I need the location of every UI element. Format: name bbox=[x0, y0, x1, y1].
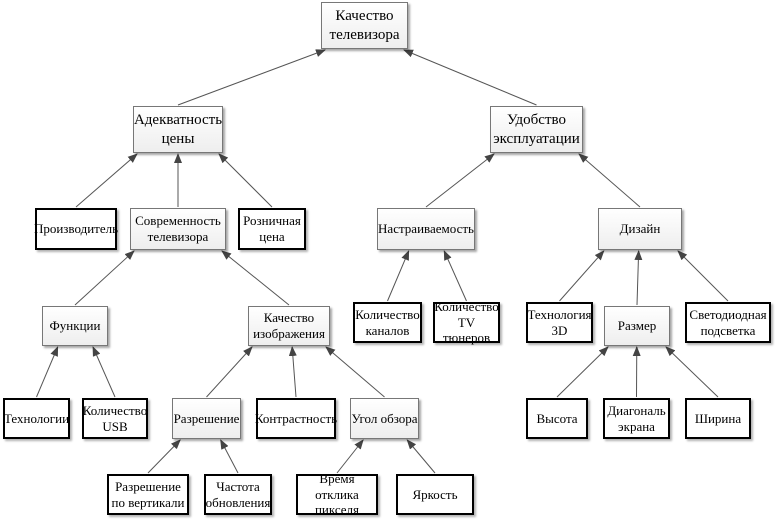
edge-vertical-resolution-to-resolution bbox=[147, 439, 181, 474]
edge-contrast-to-image-quality bbox=[288, 346, 297, 398]
edge-refresh-rate-to-resolution bbox=[220, 439, 239, 474]
node-diagonal: Диагональ экрана bbox=[603, 398, 670, 439]
edge-retail-price-to-price bbox=[218, 153, 273, 208]
edge-usability-to-root bbox=[403, 49, 537, 106]
edge-response-time-to-viewing-angle bbox=[336, 439, 364, 474]
node-channels: Количество каналов bbox=[353, 302, 422, 343]
node-retail-price: Розничная цена bbox=[238, 208, 306, 250]
node-width: Ширина bbox=[685, 398, 751, 439]
node-tech-3d: Технология 3D bbox=[526, 302, 593, 343]
node-led-backlight: Светодиодная подсветка bbox=[685, 302, 771, 343]
edge-image-quality-to-modernity bbox=[221, 250, 290, 306]
edge-technologies-to-functions bbox=[36, 346, 59, 398]
node-resolution: Разрешение bbox=[172, 398, 241, 439]
edge-height-to-size bbox=[556, 346, 609, 398]
node-contrast: Контрастность bbox=[255, 398, 337, 439]
edge-design-to-usability bbox=[578, 153, 641, 208]
node-usb-count: Количество USB bbox=[82, 398, 148, 439]
node-viewing-angle: Угол обзора bbox=[350, 398, 419, 439]
edge-customizability-to-usability bbox=[425, 153, 495, 208]
node-size: Размер bbox=[604, 306, 670, 346]
node-functions: Функции bbox=[42, 306, 108, 346]
node-technologies: Технологии bbox=[3, 398, 70, 439]
edge-channels-to-customizability bbox=[387, 250, 410, 302]
node-refresh-rate: Частота обновления bbox=[204, 474, 272, 515]
node-image-quality: Качество изображения bbox=[248, 306, 330, 346]
node-manufacturer: Производитель bbox=[34, 208, 118, 250]
node-root: Качество телевизора bbox=[321, 2, 408, 49]
node-height: Высота bbox=[526, 398, 588, 439]
edge-size-to-design bbox=[634, 250, 643, 306]
node-price: Адекватность цены bbox=[133, 106, 223, 153]
edge-resolution-to-image-quality bbox=[206, 346, 253, 398]
node-response-time: Время отклика пикселя bbox=[296, 471, 378, 517]
node-tv-tuners: Количество TV тюнеров bbox=[433, 298, 500, 346]
node-usability: Удобство эксплуатации bbox=[490, 106, 583, 153]
edge-manufacturer-to-price bbox=[75, 153, 138, 208]
edge-viewing-angle-to-image-quality bbox=[325, 346, 385, 398]
edge-tv-tuners-to-customizability bbox=[443, 250, 467, 302]
edge-width-to-size bbox=[665, 346, 719, 398]
node-brightness: Яркость bbox=[396, 474, 474, 515]
edge-usb-count-to-functions bbox=[92, 346, 116, 398]
node-vertical-resolution: Разрешение по вертикали bbox=[107, 474, 189, 515]
edge-functions-to-modernity bbox=[74, 250, 135, 306]
edge-price-to-root bbox=[177, 49, 326, 106]
node-customizability: Настраиваемость bbox=[377, 208, 475, 250]
node-design: Дизайн bbox=[598, 208, 682, 250]
edge-brightness-to-viewing-angle bbox=[406, 439, 436, 474]
edge-tech-3d-to-design bbox=[559, 250, 605, 302]
edge-led-backlight-to-design bbox=[677, 250, 729, 302]
node-modernity: Современность телевизора bbox=[130, 208, 226, 250]
